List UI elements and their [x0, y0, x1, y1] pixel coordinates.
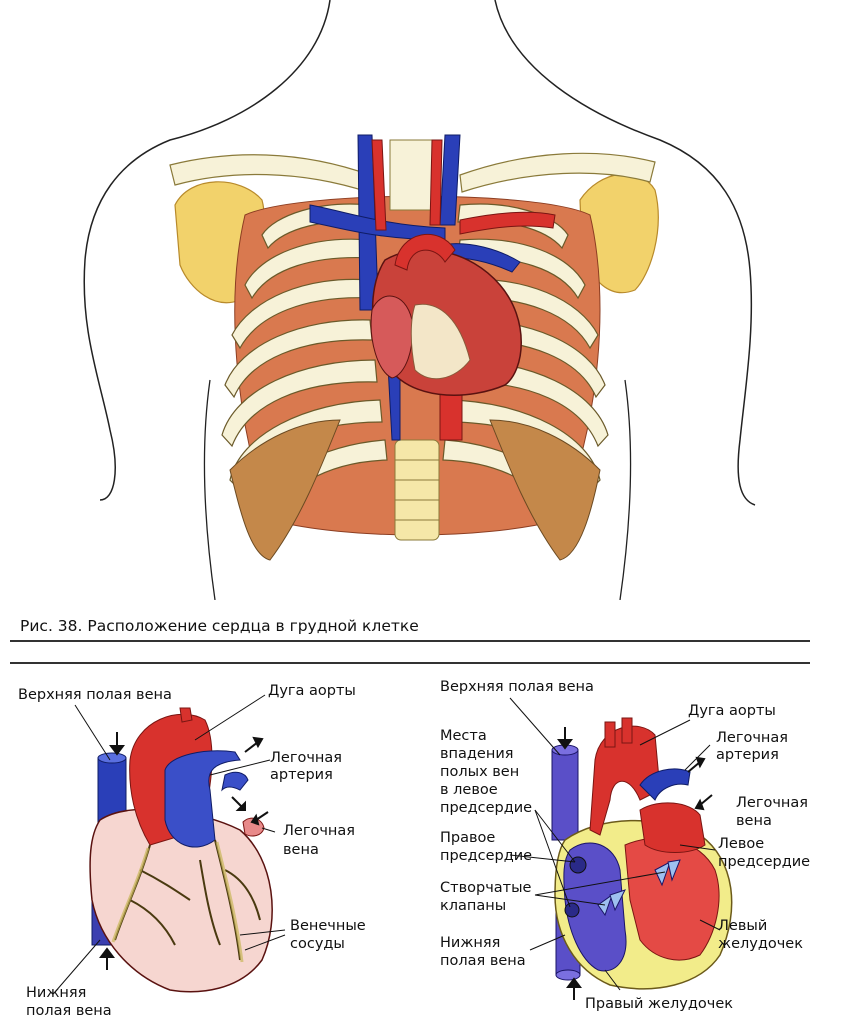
heart-right-side: [370, 295, 414, 379]
label-leaflet-valves: Створчатые: [440, 880, 532, 896]
vena-cava-entry: [564, 902, 580, 918]
label-pulmonary-artery: артерия: [270, 767, 333, 783]
heart-fat: [410, 303, 471, 380]
label-pulmonary-vein: Легочная: [283, 823, 355, 839]
label-caval-entry: предсердие: [440, 800, 533, 816]
label-inferior-vena-cava-2: Нижняя: [440, 935, 501, 951]
leader-lines: [54, 694, 286, 993]
left-atrium: [639, 802, 706, 853]
label-pulmonary-artery-2: артерия: [716, 747, 779, 763]
torso-outline: [494, 0, 756, 506]
label-caval-entry: в левое: [440, 782, 498, 798]
aortic-branch: [604, 721, 616, 748]
pulmonary-artery: [639, 768, 691, 801]
label-right-ventricle: Правый желудочек: [585, 996, 733, 1012]
coronary-fat: [111, 841, 244, 963]
arm-outline: [619, 379, 632, 600]
label-caval-entry: впадения: [440, 746, 514, 762]
aortic-arch: [394, 234, 456, 271]
vessel-opening: [97, 752, 127, 764]
pulmonary-artery: [164, 750, 241, 848]
flow-arrows: [557, 727, 713, 1000]
arm-outline: [203, 379, 216, 600]
label-left-atrium: предсердие: [718, 854, 811, 870]
label-superior-vena-cava-2: Верхняя полая вена: [440, 679, 594, 695]
label-pulmonary-vein-2: вена: [736, 813, 772, 829]
label-left-ventricle: желудочек: [718, 936, 803, 952]
divider-line: [10, 662, 810, 664]
costal-cartilage: [229, 419, 341, 561]
label-pulmonary-artery: Легочная: [270, 750, 342, 766]
carotid-artery: [429, 139, 443, 226]
subclavian-artery: [459, 211, 556, 235]
right-clavicle: [459, 152, 656, 193]
label-right-atrium: Правое: [440, 830, 496, 846]
flow-arrows: [99, 732, 269, 970]
label-caval-entry: полых вен: [440, 764, 520, 780]
chest-illustration: [83, 0, 756, 600]
label-left-atrium: Левое: [718, 836, 765, 852]
figure-caption: Рис. 38. Расположение сердца в грудной к…: [20, 617, 419, 635]
jugular-vein: [439, 134, 461, 226]
label-left-ventricle: Левый: [718, 918, 768, 934]
carotid-artery: [371, 139, 387, 231]
label-aortic-arch-2: Дуга аорты: [688, 703, 776, 719]
label-superior-vena-cava: Верхняя полая вена: [18, 687, 172, 703]
label-inferior-vena-cava-2: полая вена: [440, 953, 526, 969]
pulmonary-vein: [242, 817, 265, 837]
heart-body: [89, 808, 273, 993]
torso-outline: [83, 0, 331, 501]
aortic-branches: [179, 707, 193, 723]
label-coronary-vessels: Венечные: [290, 918, 366, 934]
label-caval-entry: Места: [440, 728, 487, 744]
label-pulmonary-vein-2: Легочная: [736, 795, 808, 811]
label-inferior-vena-cava: Нижняя: [26, 985, 87, 1001]
label-pulmonary-vein: вена: [283, 842, 319, 858]
vertebrae: [395, 459, 439, 521]
pulmonary-artery-branch: [221, 771, 249, 792]
label-right-atrium: предсердие: [440, 848, 533, 864]
divider-line: [10, 640, 810, 642]
costal-cartilage: [489, 419, 601, 561]
label-aortic-arch: Дуга аорты: [268, 683, 356, 699]
label-pulmonary-artery-2: Легочная: [716, 730, 788, 746]
label-coronary-vessels: сосуды: [290, 936, 345, 952]
label-inferior-vena-cava: полая вена: [26, 1003, 112, 1019]
label-leaflet-valves: клапаны: [440, 898, 507, 914]
superior-vena-cava: [551, 749, 579, 841]
right-heart-chambers: [563, 842, 627, 972]
leader-lines: [509, 697, 721, 991]
vessel-opening: [555, 969, 581, 981]
spine: [394, 439, 440, 541]
aortic-branch: [621, 717, 633, 744]
